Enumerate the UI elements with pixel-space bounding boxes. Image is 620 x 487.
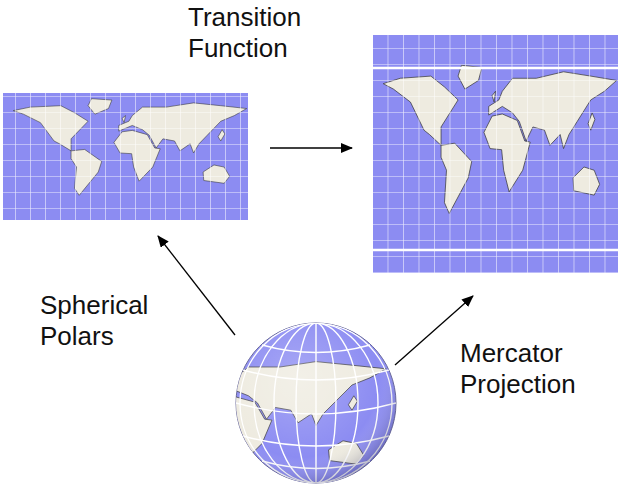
transition-label: Transition Function [188,2,338,64]
spherical-label: Spherical Polars [40,290,190,352]
equirectangular-map [3,93,248,220]
mercator-label: Mercator Projection [460,338,615,400]
arrow [270,147,352,148]
globe [78,323,397,483]
mercator-map [373,35,618,273]
arrow [158,236,235,335]
